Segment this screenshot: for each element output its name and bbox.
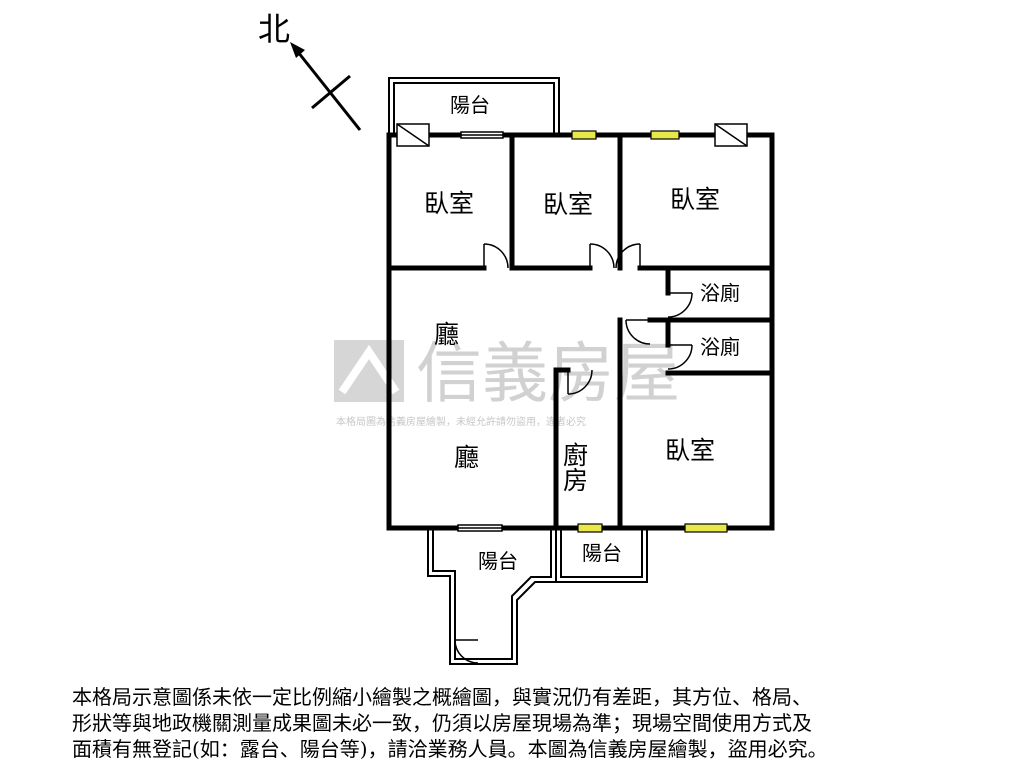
watermark-notice: 本格局圖為信義房屋繪製，未經允許請勿盜用，違者必究 xyxy=(336,415,586,428)
disclaimer-text: 本格局示意圖係未依一定比例縮小繪製之概繪圖，與實況仍有差距，其方位、格局、 形狀… xyxy=(72,684,972,762)
balcony-bottom-left xyxy=(427,528,557,665)
bedroom-1-label: 臥室 xyxy=(424,189,474,218)
kitchen-label: 廚房 xyxy=(560,442,589,492)
sliding-doors xyxy=(457,131,504,532)
ac-units xyxy=(396,123,748,147)
watermark: 信義房屋 本格局圖為信義房屋繪製，未經允許請勿盜用，違者必究 xyxy=(334,335,680,428)
bedroom-3-label: 臥室 xyxy=(670,185,720,214)
living-2-label: 廳 xyxy=(454,443,479,472)
doors xyxy=(454,243,693,664)
balcony-top xyxy=(388,77,560,134)
bedroom-2-label: 臥室 xyxy=(543,190,593,219)
bath-1-label: 浴廁 xyxy=(700,281,740,305)
living-1-label: 廳 xyxy=(434,320,459,349)
north-compass: 北 xyxy=(258,10,362,131)
balcony-bottom-right xyxy=(555,528,648,583)
walls xyxy=(386,132,775,531)
balcony-top-label: 陽台 xyxy=(450,93,490,117)
bath-2-label: 浴廁 xyxy=(700,335,740,359)
windows xyxy=(571,130,728,533)
floor-plan: 北 信義房屋 本格局圖為信義房屋繪製，未經允許請勿盜用，違者必究 xyxy=(258,10,775,665)
brand-logo-icon xyxy=(334,340,404,402)
disclaimer-line-2: 形狀等與地政機關測量成果圖未必一致，仍須以房屋現場為準；現場空間使用方式及 xyxy=(72,711,812,735)
balcony-bottom-right-label: 陽台 xyxy=(582,541,622,565)
balcony-bottom-left-label: 陽台 xyxy=(478,549,518,573)
bedroom-4-label: 臥室 xyxy=(665,436,715,465)
north-label: 北 xyxy=(258,10,290,48)
watermark-brand: 信義房屋 xyxy=(416,335,680,412)
disclaimer-line-3: 面積有無登記(如：露台、陽台等)，請洽業務人員。本圖為信義房屋繪製，盜用必究。 xyxy=(72,737,828,761)
disclaimer-line-1: 本格局示意圖係未依一定比例縮小繪製之概繪圖，與實況仍有差距，其方位、格局、 xyxy=(72,685,812,709)
